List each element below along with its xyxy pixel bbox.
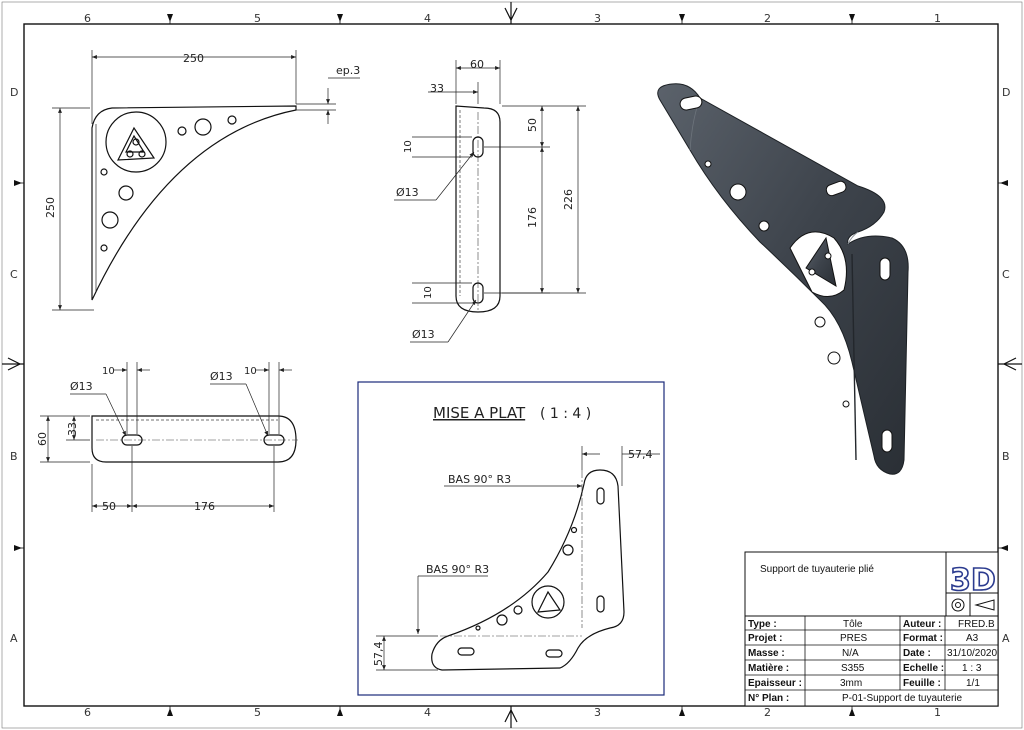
top-hole-right: Ø13: [210, 370, 233, 383]
zone-row-right-b: B: [1002, 450, 1010, 463]
logo: 3D: [949, 562, 996, 599]
zone-col-top-2: 2: [764, 12, 771, 25]
zone-col-top-6: 6: [84, 12, 91, 25]
flat-dim-right: 57,4: [628, 448, 653, 461]
row-label2: Date :: [903, 648, 931, 659]
zone-col-bottom-4: 4: [424, 706, 431, 719]
row-label2: Format :: [903, 633, 943, 644]
zone-row-left-d: D: [10, 86, 18, 99]
zone-row-left-c: C: [10, 268, 18, 281]
row-label: Epaisseur :: [748, 678, 802, 689]
zone-col-bottom-2: 2: [764, 706, 771, 719]
projection-symbol-icon: [951, 598, 995, 612]
flat-title: MISE A PLAT: [433, 404, 526, 422]
row-label2: Echelle :: [903, 663, 944, 674]
row-label: Masse :: [748, 648, 785, 659]
front-hole-bottom: Ø13: [412, 328, 435, 341]
zone-row-left-b: B: [10, 450, 18, 463]
flat-scale: ( 1 : 4 ): [540, 406, 591, 422]
row-value: S355: [841, 663, 865, 674]
top-dim-mid: 176: [194, 500, 215, 513]
side-view: 250 250 ep.3: [44, 50, 360, 311]
plan-label: N° Plan :: [748, 693, 789, 704]
zone-row-right-a: A: [1002, 632, 1010, 645]
row-value2: 1 : 3: [962, 663, 982, 674]
flat-bend-top: BAS 90° R3: [448, 473, 511, 486]
title-block-row-project: Projet : PRES Format : A3: [748, 633, 979, 644]
top-dim-slot-right: 10: [244, 366, 257, 377]
row-label2: Auteur :: [903, 619, 941, 630]
row-label: Projet :: [748, 633, 782, 644]
side-dim-thickness: ep.3: [336, 64, 360, 77]
row-value: Tôle: [843, 619, 863, 630]
row-value2: FRED.B: [958, 619, 995, 630]
front-dim-slot-top: 10: [403, 140, 414, 153]
flat-bend-left: BAS 90° R3: [426, 563, 489, 576]
zone-row-right-c: C: [1002, 268, 1010, 281]
zone-col-top-5: 5: [254, 12, 261, 25]
logo-text: 3D: [950, 563, 996, 598]
row-value: N/A: [842, 648, 859, 659]
row-value2: A3: [966, 633, 979, 644]
front-dim-slot-bottom: 10: [423, 286, 434, 299]
zone-col-top-4: 4: [424, 12, 431, 25]
front-dim-offset: 33: [430, 82, 444, 95]
front-dim-top: 50: [526, 118, 539, 132]
zone-col-top-1: 1: [934, 12, 941, 25]
plan-value: P-01-Support de tuyauterie: [842, 693, 963, 704]
iso-view: [657, 83, 909, 475]
row-value2: 1/1: [966, 678, 980, 689]
top-dim-left: 50: [102, 500, 116, 513]
zone-row-left-a: A: [10, 632, 18, 645]
zone-col-bottom-6: 6: [84, 706, 91, 719]
top-dim-slot-left: 10: [102, 366, 115, 377]
zone-col-top-3: 3: [594, 12, 601, 25]
top-dim-height: 60: [36, 432, 49, 446]
flat-pattern-view: MISE A PLAT ( 1 : 4 ) 57,4 57,4 BAS 90° …: [357, 381, 665, 696]
front-hole-top: Ø13: [396, 186, 419, 199]
top-dim-offset: 33: [66, 422, 79, 436]
title-block-row-mass: Masse : N/A Date : 31/10/2020: [748, 648, 997, 659]
row-value: PRES: [840, 633, 868, 644]
zone-col-bottom-5: 5: [254, 706, 261, 719]
top-view: 60 33 50 176 10 10 Ø13 Ø13: [36, 362, 298, 513]
side-dim-width: 250: [183, 52, 204, 65]
zone-labels: 6 5 4 3 2 1 6 5 4 3 2 1 D C B A D C B A: [10, 12, 1010, 719]
side-dim-height: 250: [44, 197, 57, 218]
row-value2: 31/10/2020: [947, 648, 997, 659]
zone-col-bottom-3: 3: [594, 706, 601, 719]
zone-col-bottom-1: 1: [934, 706, 941, 719]
top-hole-left: Ø13: [70, 380, 93, 393]
zone-row-right-d: D: [1002, 86, 1010, 99]
row-label: Type :: [748, 619, 777, 630]
front-view: 60 33 50 176 226 10 10 Ø13 Ø13: [394, 58, 586, 343]
row-label: Matière :: [748, 663, 789, 674]
row-label2: Feuille :: [903, 678, 941, 689]
title-block-row-material: Matière : S355 Echelle : 1 : 3: [748, 663, 982, 674]
drawing-title: Support de tuyauterie plié: [760, 564, 874, 575]
title-block: Support de tuyauterie plié 3D Type : Tôl…: [744, 551, 999, 707]
front-dim-total: 226: [562, 189, 575, 210]
flat-dim-bottom: 57,4: [372, 642, 385, 667]
title-block-row-thickness: Epaisseur : 3mm Feuille : 1/1: [748, 678, 980, 689]
front-dim-width: 60: [470, 58, 484, 71]
title-block-row-type: Type : Tôle Auteur : FRED.B: [748, 619, 995, 630]
row-value: 3mm: [840, 678, 862, 689]
front-dim-mid: 176: [526, 207, 539, 228]
